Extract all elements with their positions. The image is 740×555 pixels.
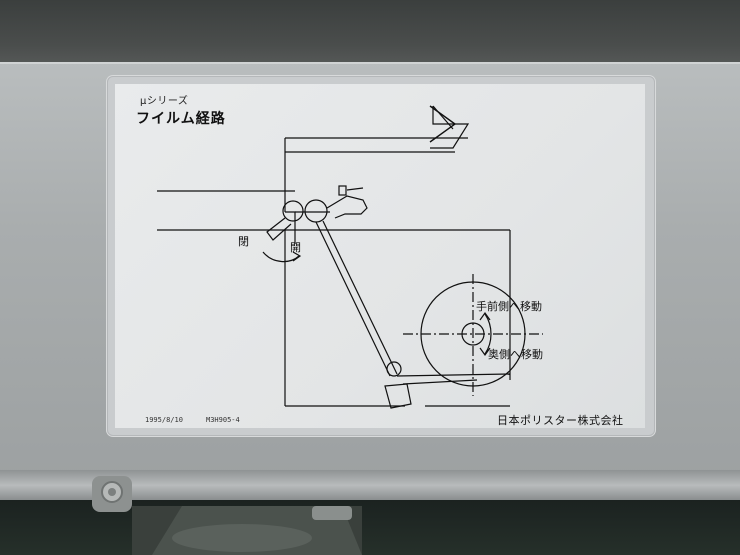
label-paper xyxy=(115,84,645,428)
close-text: 閉 xyxy=(238,235,249,248)
open-text: 開 xyxy=(290,241,301,254)
series-name: μシリーズ xyxy=(140,96,189,107)
mounting-clip xyxy=(92,476,362,555)
move-back-text: 奥側へ移動 xyxy=(488,348,543,361)
move-front-text: 手前側へ移動 xyxy=(476,300,542,313)
label-date: 1995/8/10 xyxy=(145,416,183,424)
company-name: 日本ポリスター株式会社 xyxy=(497,414,624,427)
arrow-head xyxy=(429,105,457,143)
label-code: M3H905-4 xyxy=(206,416,240,424)
label-title: フイルム経路 xyxy=(136,111,226,127)
exit-arrow xyxy=(430,106,470,149)
film-path-diagram xyxy=(157,105,543,409)
dark-background-top xyxy=(0,0,740,64)
